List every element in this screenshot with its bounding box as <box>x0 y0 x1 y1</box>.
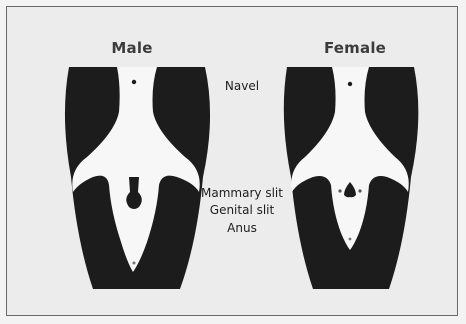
navel-label: Navel <box>177 79 307 93</box>
diagram-frame: Male Female Navel Mammary slit Genital s… <box>6 6 458 316</box>
female-mammary-slit-left <box>338 189 341 192</box>
female-mammary-slit-right <box>358 189 361 192</box>
female-figure <box>284 67 419 289</box>
mammary-slit-label: Mammary slit <box>177 186 307 200</box>
anus-label: Anus <box>177 221 307 235</box>
female-navel <box>348 82 352 86</box>
male-anus <box>133 262 136 265</box>
male-navel <box>132 80 136 84</box>
female-heading: Female <box>295 39 415 57</box>
genital-slit-label: Genital slit <box>177 203 307 217</box>
male-figure <box>65 67 210 289</box>
male-heading: Male <box>72 39 192 57</box>
female-anus <box>349 238 352 241</box>
